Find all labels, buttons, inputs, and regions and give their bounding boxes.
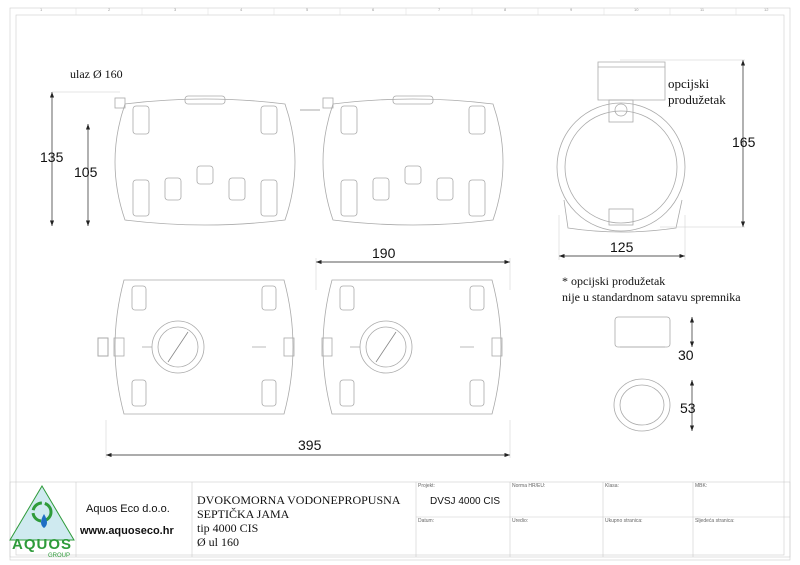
dim-tank-length: 190 [372, 245, 396, 261]
ruler-label: 10 [634, 7, 639, 12]
project-value: DVSJ 4000 CIS [430, 496, 501, 507]
inlet-pipe-top [97, 337, 109, 357]
aquos-logo [9, 485, 75, 541]
dim-extension-height: 30 [678, 347, 694, 363]
extension-label: opcijski [668, 76, 710, 91]
drawing-subtitle: Ø ul 160 [197, 535, 239, 549]
ruler-label: 7 [438, 7, 441, 12]
ruler-label: 9 [570, 7, 573, 12]
extension-label: produžetak [668, 92, 726, 107]
dim-extension-diameter: 53 [680, 400, 696, 416]
drawing-title: DVOKOMORNA VODONEPROPUSNA [197, 493, 401, 507]
mbk-label: MBK: [695, 483, 708, 489]
note: nije u standardnom satavu spremnika [562, 290, 741, 304]
ruler-label: 1 [40, 7, 43, 12]
title-block-grid [9, 481, 791, 558]
ruler-label: 6 [372, 7, 375, 12]
dim-width: 125 [610, 239, 634, 255]
ruler-label: 3 [174, 7, 177, 12]
ruler-label: 4 [240, 7, 243, 12]
date-label: Datum: [418, 518, 435, 524]
note: * opcijski produžetak [562, 274, 666, 288]
ruler-label: 12 [764, 7, 769, 12]
sheet-frame [9, 7, 791, 561]
extension-detail [613, 316, 671, 432]
ruler-ticks [75, 8, 737, 15]
editor-label: Uredio: [512, 518, 529, 524]
ruler-label: 2 [108, 7, 111, 12]
dim-total-height: 135 [40, 149, 64, 165]
logo-subtext: GROUP [48, 553, 71, 559]
total-pages-label: Ukupno stranica: [605, 518, 643, 524]
norm-label: Norma HR/EU: [512, 483, 546, 489]
next-page-label: Sljedeća stranica: [695, 518, 735, 524]
dim-total-length: 395 [298, 437, 322, 453]
class-label: Klasa: [605, 483, 619, 489]
ruler-label: 8 [504, 7, 507, 12]
ruler-label: 5 [306, 7, 309, 12]
end-view-tank [556, 61, 686, 233]
company-name: Aquos Eco d.o.o. [86, 503, 170, 515]
drawing-title: SEPTIČKA JAMA [197, 507, 290, 521]
side-view-tank-2 [322, 95, 504, 226]
project-label: Projekt: [418, 483, 435, 489]
dim-inlet-height: 105 [74, 164, 98, 180]
dim-height-with-extension: 165 [732, 134, 756, 150]
top-view-tank-2 [321, 279, 503, 415]
ruler-label: 11 [700, 7, 705, 12]
side-view-tank-1 [114, 95, 296, 226]
top-view-tank-1 [113, 279, 295, 415]
logo-text: AQUOS [12, 536, 73, 553]
company-website: www.aquoseco.hr [80, 525, 174, 537]
inlet-label: ulaz Ø 160 [70, 67, 123, 81]
drawing-border [15, 14, 785, 556]
drawing-subtitle: tip 4000 CIS [197, 521, 259, 535]
dimension-lines [49, 59, 746, 458]
extension-lines [52, 59, 745, 458]
